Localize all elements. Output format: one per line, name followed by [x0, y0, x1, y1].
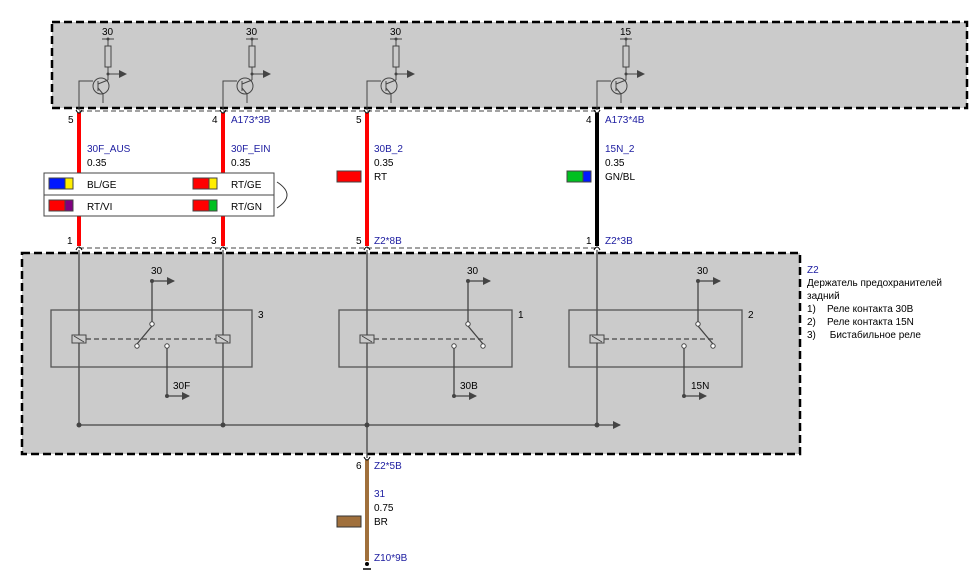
connector-terminal-icon	[75, 246, 83, 251]
relay	[568, 277, 743, 400]
connector-label[interactable]: A173*4B	[605, 115, 645, 126]
supply-label: 30	[102, 27, 114, 38]
relay-input-label: 30	[697, 266, 709, 277]
connector-terminal-icon	[363, 246, 371, 251]
connector-terminal-icon	[593, 246, 601, 251]
wire-gauge: 0.35	[374, 158, 394, 169]
wire-color: RT/GE	[231, 180, 262, 191]
connector-label[interactable]: Z2*8B	[374, 236, 402, 247]
pin-number: 1	[67, 236, 73, 247]
color-variant-table: BL/GE RT/GE RT/VI RT/GN	[43, 172, 288, 217]
z2-item: 1) Реле контакта 30B	[807, 304, 914, 315]
relay	[338, 277, 513, 400]
ground-icon	[365, 562, 369, 566]
connector-terminal-icon	[363, 109, 371, 114]
relay	[50, 277, 253, 400]
connector-label[interactable]: Z2*3B	[605, 236, 633, 247]
connector-label[interactable]: Z10*9B	[374, 553, 408, 564]
transistor-icon	[236, 77, 254, 95]
connector-terminal-icon	[219, 246, 227, 251]
wire-name[interactable]: 30B_2	[374, 144, 403, 155]
pin-number: 6	[356, 461, 362, 472]
relay-output-label: 30B	[460, 381, 478, 392]
transistor-icon	[92, 77, 110, 95]
wire-color: RT	[374, 172, 387, 183]
wire-color: RT/VI	[87, 202, 112, 213]
connector-terminal-icon	[593, 109, 601, 114]
relay-switch-icon	[467, 325, 484, 345]
supply-label: 30	[390, 27, 402, 38]
wire-name[interactable]: 30F_AUS	[87, 144, 131, 155]
color-swatch-gn	[566, 170, 584, 183]
z2-item: 2) Реле контакта 15N	[807, 317, 914, 328]
wire-name[interactable]: 30F_EIN	[231, 144, 270, 155]
supply-label: 15	[620, 27, 632, 38]
pin-number: 4	[212, 115, 218, 126]
relay-switch-icon	[136, 325, 153, 345]
swap-arrow-icon	[276, 181, 288, 209]
pin-number: 5	[356, 115, 362, 126]
relay-input-label: 30	[151, 266, 163, 277]
z2-title-cont: задний	[807, 291, 840, 302]
wire-name[interactable]: 31	[374, 489, 386, 500]
relay-number: 3	[258, 310, 264, 321]
z2-item: 3) Бистабильное реле	[807, 329, 921, 341]
color-swatch-bl	[582, 170, 592, 183]
supply-label: 30	[246, 27, 258, 38]
connector-terminal-icon	[75, 109, 83, 114]
pin-number: 5	[356, 236, 362, 247]
relay-number: 1	[518, 310, 524, 321]
z2-title: Держатель предохранителей	[807, 278, 942, 289]
transistor-driver: 15	[596, 27, 645, 110]
z2-id[interactable]: Z2	[807, 265, 819, 276]
connector-terminal-icon	[219, 109, 227, 114]
relay-output-label: 30F	[173, 381, 190, 392]
pin-number: 5	[68, 115, 74, 126]
wire-gauge: 0.35	[231, 158, 251, 169]
relay-input-label: 30	[467, 266, 479, 277]
relay-output-label: 15N	[691, 381, 709, 392]
color-swatch-br	[336, 515, 362, 528]
relay-number: 2	[748, 310, 754, 321]
transistor-driver: 30	[222, 27, 271, 110]
connector-label[interactable]: Z2*5B	[374, 461, 402, 472]
transistor-icon	[380, 77, 398, 95]
pin-number: 3	[211, 236, 217, 247]
connector-terminal-icon	[363, 456, 371, 461]
pin-number: 4	[586, 115, 592, 126]
wire-gauge: 0.35	[87, 158, 107, 169]
control-module-box	[50, 20, 969, 110]
wire-color: BR	[374, 517, 388, 528]
relay-switch-icon	[697, 325, 714, 345]
wire-gauge: 0.75	[374, 503, 394, 514]
transistor-driver: 30	[366, 27, 415, 110]
wire-color: BL/GE	[87, 180, 117, 191]
transistor-driver: 30	[78, 27, 127, 110]
wire-color: RT/GN	[231, 202, 262, 213]
z2-fuse-holder-box	[20, 251, 802, 456]
color-swatch-rt	[336, 170, 362, 183]
transistor-icon	[610, 77, 628, 95]
connector-label[interactable]: A173*3B	[231, 115, 271, 126]
pin-number: 1	[586, 236, 592, 247]
wire-gauge: 0.35	[605, 158, 625, 169]
wire-name[interactable]: 15N_2	[605, 144, 635, 155]
wire-color: GN/BL	[605, 172, 635, 183]
